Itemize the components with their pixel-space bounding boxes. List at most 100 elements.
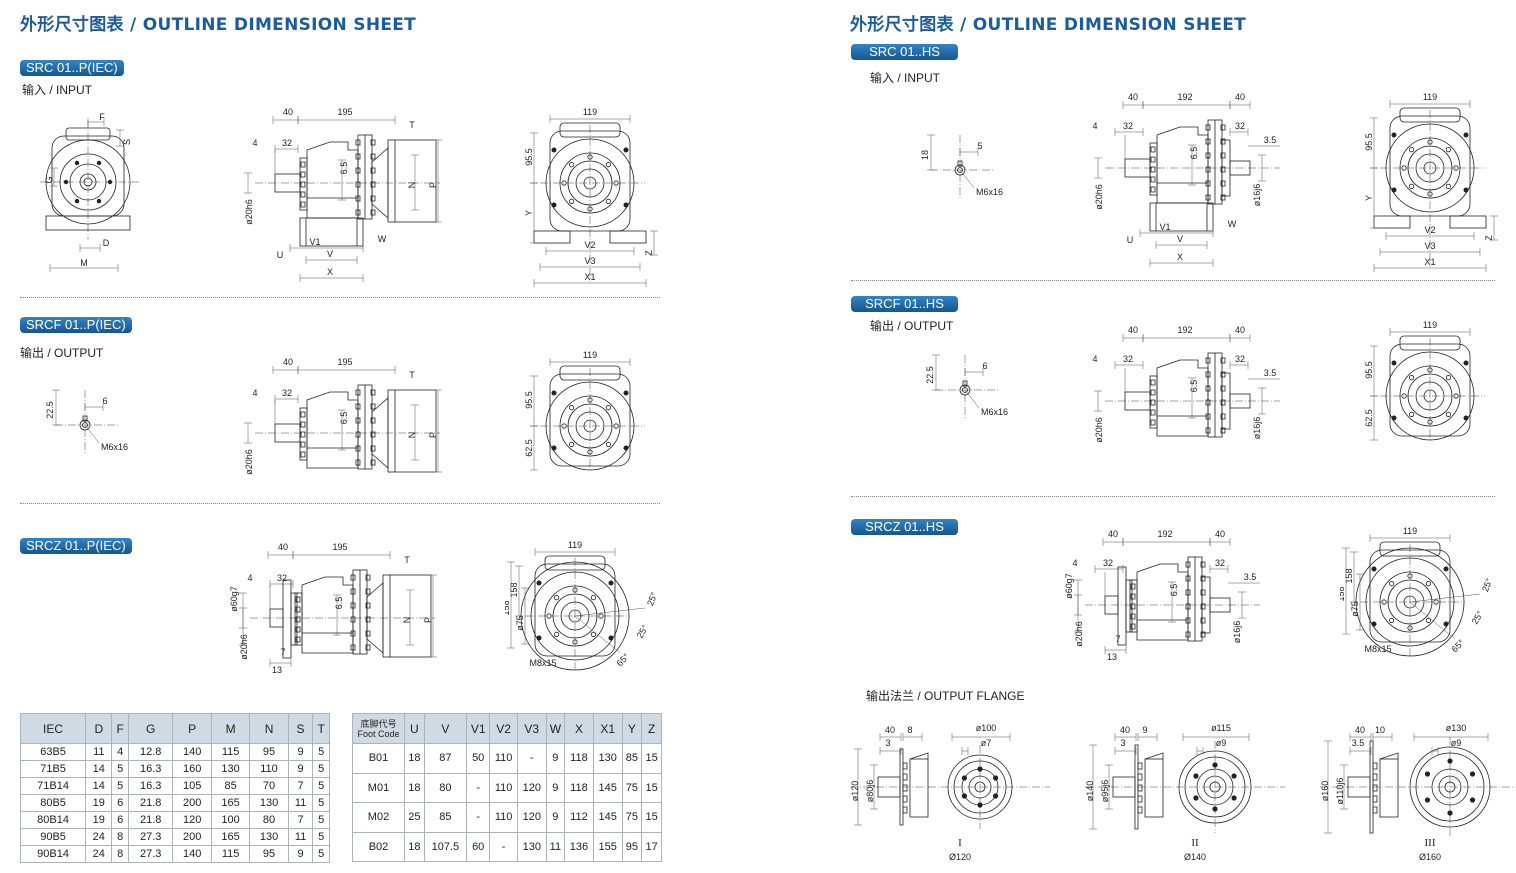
dim-height: 158	[1344, 568, 1354, 583]
table-cell: B01	[352, 743, 405, 774]
dim-p: P	[428, 432, 438, 438]
dim-40: 40	[1120, 725, 1130, 735]
dim-13: 13	[272, 665, 282, 675]
angle-25: 25°	[645, 590, 659, 607]
table-cell: 80B14	[19, 811, 87, 829]
table-cell: 9	[287, 845, 314, 863]
column-header: Y	[621, 713, 643, 744]
dim-m: M	[80, 258, 88, 268]
dim-v: V	[327, 249, 333, 259]
dim-40: 40	[1235, 325, 1245, 335]
dim-x1: X1	[1424, 257, 1435, 267]
dim-119: 119	[568, 540, 582, 550]
dim-40: 40	[1235, 92, 1245, 102]
dim-pilot: ø80j6	[865, 780, 875, 803]
dim-p: P	[423, 617, 433, 623]
dim-6.5: 6.5	[339, 162, 349, 175]
table-cell: 71B5	[19, 760, 87, 778]
dim-pilot: ø110j6	[1335, 778, 1345, 805]
table-cell: 100	[210, 811, 251, 829]
table-cell: 120	[172, 811, 212, 829]
dim-192: 192	[1177, 325, 1192, 335]
table-cell: 110	[489, 743, 518, 774]
dim-height: 95.5	[524, 391, 534, 409]
input-subtitle: 输入 / INPUT	[22, 83, 93, 97]
column-header: V3	[516, 713, 547, 744]
dim-32: 32	[1103, 558, 1113, 568]
table-cell: 130	[210, 760, 251, 778]
dim-v: V	[1177, 234, 1183, 244]
column-header: W	[545, 713, 566, 744]
column-header: T	[312, 713, 330, 744]
table-cell: 12.8	[127, 743, 174, 761]
table-cell: 140	[172, 845, 212, 863]
column-header: M	[210, 713, 251, 744]
table-cell: 9	[545, 772, 566, 803]
table-cell: 5	[312, 777, 330, 795]
table-cell: 95	[249, 743, 289, 761]
dim-3.5: 3.5	[1264, 368, 1277, 378]
table-cell: 7	[287, 777, 314, 795]
left-page-title: 外形尺寸图表 / OUTLINE DIMENSION SHEET	[20, 15, 417, 35]
table-cell: 5	[312, 811, 330, 829]
table-cell: 7	[287, 811, 314, 829]
dim-119: 119	[1423, 320, 1437, 330]
dim-t: T	[409, 370, 415, 380]
table-cell: 8	[111, 845, 129, 863]
table-cell: 107.5	[423, 831, 468, 862]
table-cell: 18	[404, 831, 425, 862]
table-cell: 80	[423, 772, 468, 803]
dim-pcd: ø115	[1211, 723, 1231, 733]
flange-diameter-caption: Ø160	[1419, 852, 1441, 862]
dim-hole: ø9	[1451, 738, 1462, 748]
dim-input-shaft: ø20h6	[1074, 621, 1084, 647]
model-badge-srcz-iec: SRCZ 01..P(IEC)	[20, 538, 132, 554]
table-cell: 145	[592, 802, 623, 833]
table-cell: 24	[85, 845, 113, 863]
dim-3: 3	[885, 738, 890, 748]
table-cell: 87	[423, 743, 468, 774]
table-cell: 60	[466, 831, 491, 862]
model-badge-src-iec: SRC 01..P(IEC)	[20, 60, 124, 76]
angle-25: 25°	[1470, 609, 1486, 626]
table-cell: 14	[85, 760, 113, 778]
flange-type-roman: III	[1425, 837, 1436, 849]
table-cell: 130	[249, 794, 289, 812]
dim-height: 95.5	[1364, 133, 1374, 151]
table-cell: 4	[111, 743, 129, 761]
table-cell: 80B5	[19, 794, 87, 812]
column-header: N	[249, 713, 289, 744]
dim-32: 32	[282, 388, 292, 398]
dim-height: 158	[509, 582, 519, 597]
dim-119: 119	[583, 350, 597, 360]
dim-3.5: 3.5	[1244, 572, 1257, 582]
dim-key-height: 18	[920, 150, 930, 160]
dim-3: 3	[1120, 738, 1125, 748]
dim-pcd: ø130	[1446, 723, 1467, 733]
dim-6.5: 6.5	[339, 412, 349, 425]
table-cell: 21.8	[127, 794, 174, 812]
table-cell: 5	[312, 760, 330, 778]
table-cell: 110	[249, 760, 289, 778]
table-cell: 115	[210, 845, 251, 863]
dim-40: 40	[885, 725, 895, 735]
dim-s: S	[122, 139, 132, 145]
dim-v3: V3	[584, 256, 595, 266]
table-cell: 95	[249, 845, 289, 863]
dim-195: 195	[332, 542, 347, 552]
dim-outer: ø160	[1320, 781, 1330, 802]
dim-key-width: 5	[977, 141, 982, 151]
table-cell: 63B5	[19, 743, 87, 761]
table-cell: 115	[210, 743, 251, 761]
table-cell: 6	[111, 794, 129, 812]
section-divider	[851, 280, 1495, 281]
